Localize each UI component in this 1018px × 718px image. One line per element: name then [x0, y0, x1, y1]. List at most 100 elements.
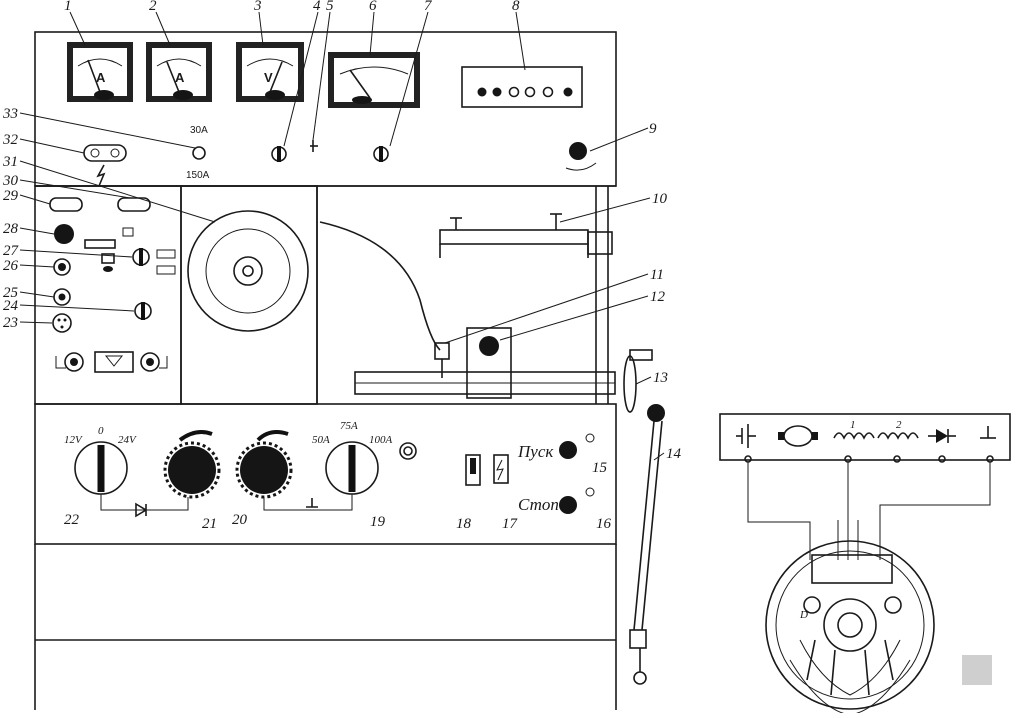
- callout-22: 22: [64, 512, 80, 528]
- diode-icon: [135, 502, 148, 518]
- fuse-holder-29: [49, 197, 83, 212]
- svg-text:12V: 12V: [64, 434, 83, 446]
- svg-text:50A: 50A: [312, 434, 330, 446]
- callout-18: 18: [456, 516, 472, 532]
- svg-text:0: 0: [98, 425, 104, 437]
- callout-7: 7: [424, 0, 433, 14]
- callout-6: 6: [369, 0, 377, 14]
- callout-numbers: 1 2 3 4 5 6 7 8 9 10 11 12 13 14 15 16 1…: [2, 0, 682, 532]
- lamp-28: [54, 224, 74, 244]
- callout-33: 33: [2, 106, 18, 122]
- indicator-strip-8: [461, 66, 583, 108]
- callout-9: 9: [649, 121, 657, 137]
- wiring-lines: [100, 494, 353, 518]
- svg-text:A: A: [96, 70, 106, 85]
- svg-text:24V: 24V: [118, 434, 137, 446]
- callout-29: 29: [3, 188, 19, 204]
- callout-13: 13: [653, 370, 668, 386]
- svg-text:Пуск: Пуск: [517, 442, 554, 461]
- knob-20[interactable]: [235, 430, 293, 499]
- callout-17: 17: [502, 516, 519, 532]
- lever-14[interactable]: [629, 404, 665, 685]
- voltmeter-3: V: [236, 42, 304, 102]
- callout-12: 12: [650, 289, 666, 305]
- lightning-icon: [496, 459, 504, 481]
- callout-1: 1: [64, 0, 72, 14]
- knob-5[interactable]: [310, 140, 318, 152]
- callout-19: 19: [370, 514, 386, 530]
- rotary-switch-27[interactable]: [84, 227, 176, 275]
- ground-icon: [980, 426, 996, 439]
- callout-30: 30: [2, 173, 19, 189]
- svg-text:Стоп: Стоп: [518, 495, 559, 514]
- fuse-holder-30: [117, 197, 151, 212]
- wiring-diagram: 1 2 D: [719, 413, 1011, 716]
- meter-6: [328, 52, 420, 108]
- handwheel-13[interactable]: [623, 349, 653, 413]
- callout-10: 10: [652, 191, 668, 207]
- lightning-icon: [96, 164, 106, 187]
- svg-text:V: V: [264, 70, 273, 85]
- battery-icon: [736, 424, 756, 448]
- selector-switch-22[interactable]: 12V 0 24V: [64, 425, 137, 495]
- left-subpanel: [34, 185, 318, 405]
- callout-2: 2: [149, 0, 157, 14]
- callout-3: 3: [253, 0, 262, 14]
- callout-15: 15: [592, 460, 608, 476]
- coil-icon-1: 1: [833, 419, 875, 440]
- callout-21: 21: [202, 516, 217, 532]
- callout-25: 25: [3, 285, 19, 301]
- callout-23: 23: [3, 315, 18, 331]
- callout-14: 14: [666, 446, 682, 462]
- callout-27: 27: [3, 243, 20, 259]
- callout-28: 28: [3, 221, 19, 237]
- callout-8: 8: [512, 0, 520, 14]
- pulley-icon: [187, 210, 309, 332]
- svg-text:1: 1: [850, 419, 856, 431]
- callout-16: 16: [596, 516, 612, 532]
- sensor-11: [434, 342, 450, 378]
- selector-switch-19[interactable]: 50A 75A 100A: [312, 420, 393, 495]
- switch-17[interactable]: [465, 454, 509, 486]
- callout-24: 24: [3, 298, 19, 314]
- svg-text:75A: 75A: [340, 420, 358, 432]
- diode-icon: [928, 429, 956, 443]
- slide-bed: [354, 371, 616, 395]
- connector-23[interactable]: [52, 313, 72, 333]
- lower-panel: [34, 403, 617, 710]
- knob-21[interactable]: [163, 430, 221, 499]
- rotary-switch-24[interactable]: [134, 302, 152, 320]
- callout-26: 26: [3, 258, 19, 274]
- callout-31: 31: [2, 154, 18, 170]
- diode-block: [55, 351, 168, 373]
- socket-25[interactable]: [53, 288, 71, 306]
- svg-text:100A: 100A: [369, 434, 393, 446]
- fuse-holder-32: [83, 144, 127, 187]
- selector-switch-4[interactable]: [271, 146, 287, 162]
- callout-20: 20: [232, 512, 248, 528]
- callout-11: 11: [650, 267, 664, 283]
- svg-text:150А: 150А: [186, 170, 210, 181]
- button-9[interactable]: [565, 142, 597, 171]
- socket-26[interactable]: [53, 258, 71, 276]
- svg-text:30А: 30А: [190, 125, 208, 136]
- leader-lines: [19, 11, 665, 461]
- selector-switch-7[interactable]: [373, 146, 389, 162]
- callout-32: 32: [2, 132, 19, 148]
- coil-icon-2: 2: [877, 419, 919, 440]
- callout-5: 5: [326, 0, 334, 14]
- callout-4: 4: [313, 0, 321, 14]
- svg-text:2: 2: [896, 419, 902, 431]
- svg-text:D: D: [799, 609, 808, 621]
- motor-icon: [778, 425, 818, 447]
- drive-area: [316, 186, 609, 404]
- ammeter-1: A: [67, 42, 133, 102]
- svg-text:A: A: [175, 70, 185, 85]
- slide-rail-10: [439, 213, 613, 258]
- toggle-switch-33[interactable]: 30А 150А: [186, 125, 210, 181]
- socket-18[interactable]: [399, 442, 417, 460]
- start-button-15[interactable]: Пуск: [517, 433, 595, 461]
- stop-button-16[interactable]: Стоп: [518, 487, 595, 514]
- ground-icon: [306, 498, 318, 508]
